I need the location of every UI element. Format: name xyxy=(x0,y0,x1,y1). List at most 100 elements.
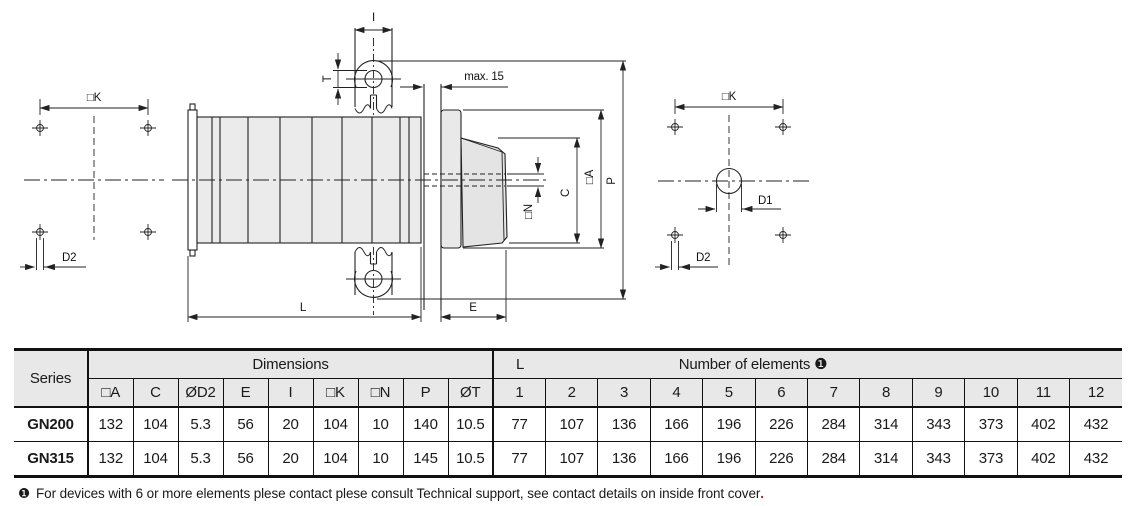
dim-label-n: □N xyxy=(523,204,535,219)
dim-label-d2-right: D2 xyxy=(696,252,710,264)
table-cell: 373 xyxy=(964,441,1018,477)
col-header-3: 3 xyxy=(597,378,651,408)
dim-label-a: □A xyxy=(584,169,596,184)
footnote-period: . xyxy=(760,486,764,501)
table-cell: 136 xyxy=(597,406,651,442)
table-cell: 77 xyxy=(492,406,546,442)
col-header-d2: ØD2 xyxy=(177,378,224,408)
table-cell: 104 xyxy=(132,441,179,477)
table-cell: 136 xyxy=(597,441,651,477)
table-cell: 432 xyxy=(1069,441,1122,477)
table-cell: 56 xyxy=(222,441,269,477)
col-header-9: 9 xyxy=(911,378,966,408)
col-header-t: ØT xyxy=(447,378,495,408)
table-cell: 107 xyxy=(544,406,599,442)
table-cell: 314 xyxy=(859,441,913,477)
mounting-panel xyxy=(423,84,442,310)
col-header-c: C xyxy=(132,378,179,408)
series-name: GN315 xyxy=(14,441,89,477)
shaft-hidden xyxy=(424,173,505,187)
col-header-i: I xyxy=(267,378,314,408)
dim-label-d2-left: D2 xyxy=(62,252,76,264)
footnote: ❶ For devices with 6 or more elements ple… xyxy=(18,486,1135,502)
mounting-holes-right xyxy=(667,119,791,243)
footnote-text: For devices with 6 or more elements ples… xyxy=(36,486,761,501)
table-cell: 343 xyxy=(911,406,966,442)
table-cell: 226 xyxy=(754,406,808,442)
table-cell: 10 xyxy=(357,406,404,442)
col-header-p: P xyxy=(402,378,449,408)
table-cell: 314 xyxy=(859,406,913,442)
bottom-fixing-lug xyxy=(346,247,401,315)
dim-label-t: T xyxy=(322,75,334,82)
table-group-header-row: Series Dimensions L Number of elements ❶ xyxy=(14,349,1122,408)
table-cell: 132 xyxy=(87,441,134,477)
table-cell: 284 xyxy=(806,441,861,477)
col-header-11: 11 xyxy=(1016,378,1071,408)
table-cell: 284 xyxy=(806,406,861,442)
col-header-1: 1 xyxy=(492,378,546,408)
mounting-holes-left xyxy=(32,120,156,240)
dim-label-k-right: □K xyxy=(722,91,737,103)
table-cell: 402 xyxy=(1016,441,1071,477)
table-cell: 166 xyxy=(649,406,704,442)
dimension-drawing: □K D2 xyxy=(20,12,812,322)
table-cell: 402 xyxy=(1016,406,1071,442)
dim-label-e: E xyxy=(469,302,477,314)
dim-label-d1: D1 xyxy=(758,195,772,207)
dim-label-l: L xyxy=(300,302,307,314)
table-cell: 196 xyxy=(702,441,756,477)
table-cell: 104 xyxy=(312,406,359,442)
shaft-hole-d1 xyxy=(715,167,743,195)
col-header-n: □N xyxy=(357,378,404,408)
col-header-6: 6 xyxy=(754,378,808,408)
table-cell: 145 xyxy=(402,441,449,477)
table-row-gn315: GN315 132 104 5.3 56 20 104 10 145 10.5 … xyxy=(14,441,1122,477)
series-name: GN200 xyxy=(14,406,89,442)
top-fixing-lug xyxy=(346,28,401,115)
l-symbol: L xyxy=(515,356,525,373)
table-cell: 432 xyxy=(1069,406,1122,442)
table-cell: 5.3 xyxy=(177,441,224,477)
col-header-8: 8 xyxy=(859,378,913,408)
dimensions-group-header: Dimensions xyxy=(87,349,495,379)
handle-knob xyxy=(460,137,508,248)
table-cell: 107 xyxy=(544,441,599,477)
table-cell: 77 xyxy=(492,441,546,477)
table-cell: 104 xyxy=(132,406,179,442)
table-cell: 56 xyxy=(222,406,269,442)
table-cell: 5.3 xyxy=(177,406,224,442)
table-cell: 132 xyxy=(87,406,134,442)
table-subheader-row: □A C ØD2 E I □K □N P ØT 1 2 3 4 5 6 7 8 … xyxy=(14,378,1122,408)
side-view-switch: I T max. 15 □N C □A xyxy=(172,12,627,322)
col-header-a: □A xyxy=(87,378,134,408)
table-cell: 373 xyxy=(964,406,1018,442)
table-cell: 140 xyxy=(402,406,449,442)
col-header-5: 5 xyxy=(702,378,756,408)
table-cell: 10 xyxy=(357,441,404,477)
dimensions-table: Series Dimensions L Number of elements ❶… xyxy=(14,348,1122,478)
front-bezel xyxy=(440,109,462,249)
table-cell: 226 xyxy=(754,441,808,477)
col-header-12: 12 xyxy=(1069,378,1122,408)
dim-label-max15: max. 15 xyxy=(464,71,504,83)
dim-label-k-left: □K xyxy=(87,92,102,104)
table-row-gn200: GN200 132 104 5.3 56 20 104 10 140 10.5 … xyxy=(14,406,1122,442)
table-cell: 166 xyxy=(649,441,704,477)
table-cell: 104 xyxy=(312,441,359,477)
table-cell: 20 xyxy=(267,441,314,477)
table-cell: 20 xyxy=(267,406,314,442)
series-column-header: Series xyxy=(14,349,89,408)
right-view-drilling-plan: □K D1 D2 xyxy=(655,91,812,271)
dim-label-c: C xyxy=(560,189,572,197)
col-header-4: 4 xyxy=(649,378,704,408)
elements-group-header: L Number of elements ❶ xyxy=(492,349,1122,379)
col-header-e: E xyxy=(222,378,269,408)
dim-label-i: I xyxy=(372,12,375,24)
table-cell: 196 xyxy=(702,406,756,442)
col-header-7: 7 xyxy=(806,378,861,408)
col-header-2: 2 xyxy=(544,378,599,408)
footnote-marker-icon: ❶ xyxy=(18,486,31,501)
dim-label-p: P xyxy=(606,177,618,185)
